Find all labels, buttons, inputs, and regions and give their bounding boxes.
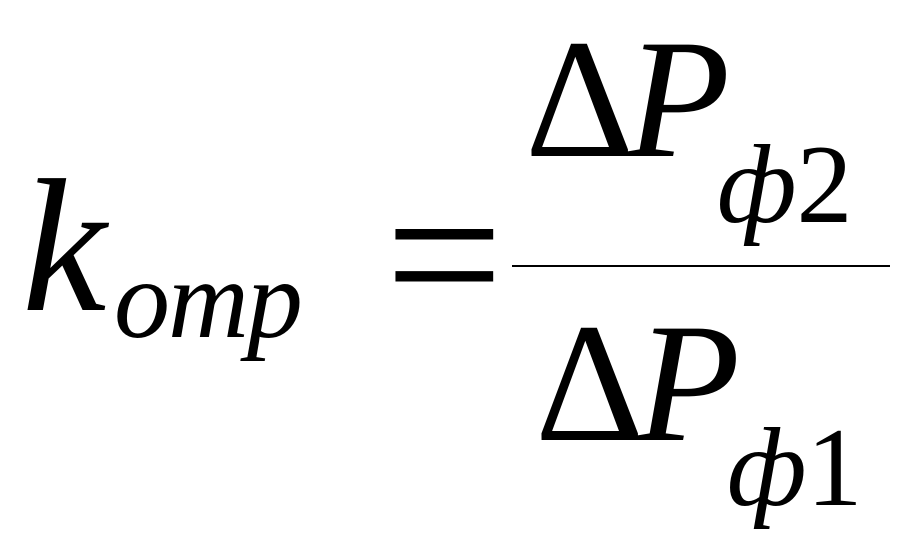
- denominator-delta: Δ: [535, 289, 645, 477]
- lhs-symbol: k: [22, 142, 107, 352]
- denominator-subscript-symbol: ф: [727, 406, 807, 530]
- lhs-subscript: отр: [114, 238, 303, 362]
- equals-sign: =: [385, 139, 504, 371]
- numerator-subscript: ф2: [717, 129, 853, 241]
- numerator-delta: Δ: [525, 5, 635, 193]
- denominator-symbol: P: [636, 289, 741, 477]
- numerator-symbol: P: [626, 5, 731, 193]
- numerator-subscript-index: 2: [796, 123, 853, 247]
- numerator-subscript-symbol: ф: [717, 123, 797, 247]
- denominator-subscript: ф1: [727, 412, 863, 524]
- formula-lhs: k отр: [22, 142, 303, 356]
- fraction-bar: [512, 265, 890, 267]
- denominator-subscript-index: 1: [806, 406, 863, 530]
- fraction-denominator: ΔP ф1: [535, 289, 863, 524]
- fraction-numerator: ΔP ф2: [525, 5, 853, 241]
